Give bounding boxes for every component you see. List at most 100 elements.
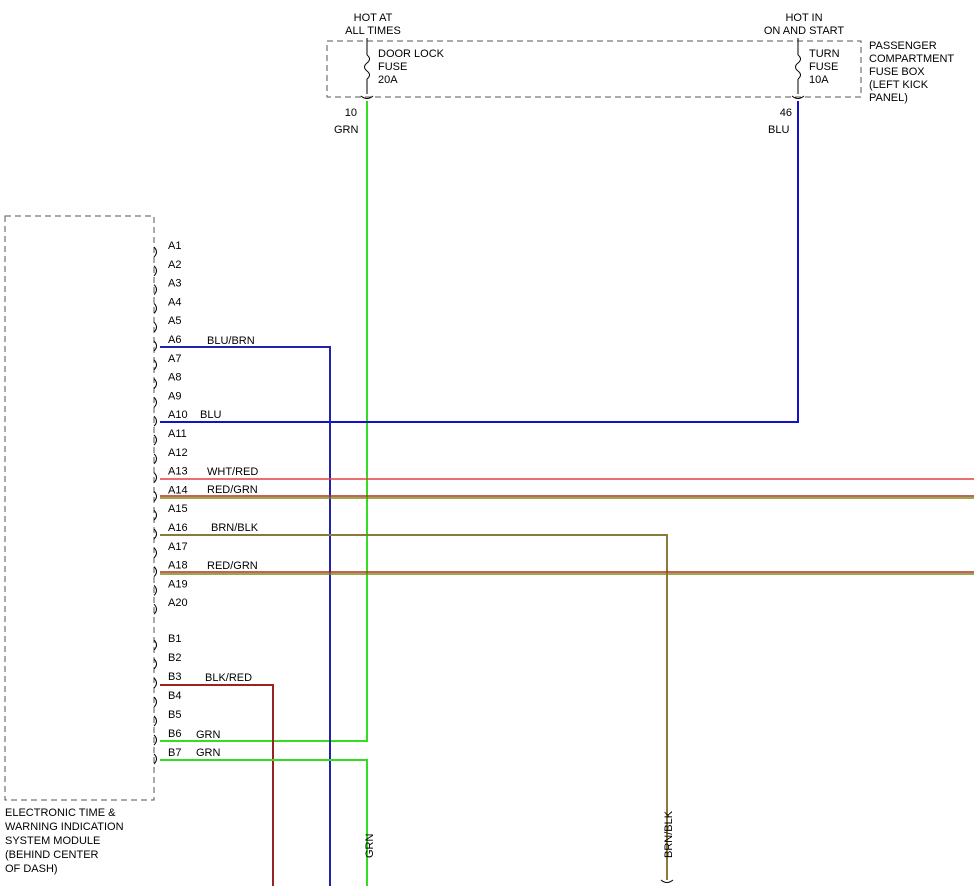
pin-terminal bbox=[153, 753, 157, 765]
pin-terminal bbox=[153, 528, 157, 540]
pin-terminal bbox=[153, 415, 157, 427]
module-outline bbox=[4, 215, 155, 801]
wire-grn-b7 bbox=[160, 759, 368, 886]
connector-terminal bbox=[791, 95, 805, 99]
wire-label: BRN/BLK bbox=[663, 810, 675, 858]
pin-terminal bbox=[153, 472, 157, 483]
pin-terminal bbox=[153, 715, 157, 727]
svg-text:BLU: BLU bbox=[768, 124, 789, 136]
pin-label: A2 bbox=[168, 259, 181, 271]
pin-label: B6 bbox=[168, 728, 181, 740]
pin-terminal bbox=[153, 491, 157, 502]
svg-text:20A: 20A bbox=[378, 74, 398, 86]
pin-terminal bbox=[153, 453, 157, 465]
pin-terminal bbox=[153, 340, 157, 352]
pin-label: A9 bbox=[168, 390, 181, 402]
pin-label: A15 bbox=[168, 503, 188, 515]
pin-terminal bbox=[153, 509, 157, 521]
pin-terminal bbox=[153, 321, 157, 333]
pin-terminal bbox=[153, 547, 157, 559]
pin-terminal bbox=[153, 284, 157, 295]
svg-text:GRN: GRN bbox=[334, 124, 359, 136]
pin-label: A13 bbox=[168, 466, 188, 478]
connector-terminal bbox=[660, 879, 674, 883]
connector-terminal bbox=[360, 95, 374, 99]
door-lock-fuse: HOT AT ALL TIMES DOOR LOCK FUSE 20A 10 G… bbox=[334, 12, 445, 136]
svg-text:10: 10 bbox=[345, 107, 357, 119]
pin-terminal bbox=[153, 734, 157, 746]
pin-label: A7 bbox=[168, 353, 181, 365]
turn-fuse: HOT IN ON AND START TURN FUSE 10A 46 BLU bbox=[764, 12, 845, 136]
pin-terminal bbox=[153, 246, 157, 258]
pin-label: B3 bbox=[168, 671, 181, 683]
pin-label: A5 bbox=[168, 315, 181, 327]
pin-label: A6 bbox=[168, 334, 181, 346]
svg-text:46: 46 bbox=[780, 107, 792, 119]
svg-text:DOOR LOCK: DOOR LOCK bbox=[378, 48, 445, 60]
fuse-symbol bbox=[364, 54, 370, 80]
pin-terminal bbox=[153, 658, 157, 670]
pin-label: A12 bbox=[168, 447, 188, 459]
wire-label: BRN/BLK bbox=[211, 522, 259, 534]
svg-text:ELECTRONIC TIME &: ELECTRONIC TIME & bbox=[5, 807, 116, 819]
pin-label: A10 bbox=[168, 409, 188, 421]
module-label: ELECTRONIC TIME & WARNING INDICATION SYS… bbox=[5, 807, 124, 875]
pin-label: A8 bbox=[168, 372, 181, 384]
pin-terminal bbox=[153, 696, 157, 708]
svg-text:ON AND START: ON AND START bbox=[764, 25, 845, 37]
pin-label: A20 bbox=[168, 597, 188, 609]
wire-label: GRN bbox=[196, 747, 221, 759]
svg-text:PANEL): PANEL) bbox=[869, 92, 908, 104]
wire-brn-blk-a16 bbox=[160, 534, 668, 880]
pin-terminal bbox=[153, 677, 157, 689]
pin-label: A4 bbox=[168, 296, 181, 308]
svg-text:HOT IN: HOT IN bbox=[785, 12, 822, 24]
svg-text:FUSE: FUSE bbox=[378, 61, 407, 73]
pin-terminal bbox=[153, 639, 157, 651]
svg-text:OF DASH): OF DASH) bbox=[5, 863, 58, 875]
svg-text:(LEFT KICK: (LEFT KICK bbox=[869, 79, 929, 91]
fuse-symbol bbox=[795, 54, 801, 80]
wire-label: RED/GRN bbox=[207, 560, 258, 572]
svg-text:FUSE: FUSE bbox=[809, 61, 838, 73]
wire-label: BLU bbox=[200, 409, 221, 421]
svg-text:FUSE BOX: FUSE BOX bbox=[869, 66, 925, 78]
wire-label: BLK/RED bbox=[205, 672, 252, 684]
wire-grn-fuse-to-b6 bbox=[160, 101, 368, 742]
pin-label: A19 bbox=[168, 578, 188, 590]
pin-terminal bbox=[153, 303, 157, 314]
pin-label: B5 bbox=[168, 709, 181, 721]
svg-text:10A: 10A bbox=[809, 74, 829, 86]
pin-label: A11 bbox=[168, 428, 187, 440]
wire-label: BLU/BRN bbox=[207, 335, 255, 347]
pin-label: A17 bbox=[168, 541, 188, 553]
pin-terminal bbox=[153, 397, 157, 408]
svg-text:TURN: TURN bbox=[809, 48, 840, 60]
svg-text:WARNING INDICATION: WARNING INDICATION bbox=[5, 821, 124, 833]
fuse-box-outline bbox=[326, 40, 862, 98]
svg-text:ALL TIMES: ALL TIMES bbox=[345, 25, 401, 37]
pin-terminal bbox=[153, 359, 157, 371]
module-pins-a: A1A2A3A4A5A6A7A8A9A10A11A12A13A14A15A16A… bbox=[153, 240, 188, 615]
svg-text:(BEHIND CENTER: (BEHIND CENTER bbox=[5, 849, 99, 861]
svg-text:COMPARTMENT: COMPARTMENT bbox=[869, 53, 954, 65]
pin-label: A18 bbox=[168, 560, 188, 572]
svg-text:SYSTEM MODULE: SYSTEM MODULE bbox=[5, 835, 100, 847]
pin-terminal bbox=[153, 378, 157, 389]
pin-label: A1 bbox=[168, 240, 181, 252]
pin-label: B4 bbox=[168, 690, 181, 702]
pin-label: B2 bbox=[168, 652, 181, 664]
hot-label: HOT AT bbox=[354, 12, 393, 24]
wire-label: GRN bbox=[364, 834, 376, 859]
pin-label: B7 bbox=[168, 747, 181, 759]
pin-terminal bbox=[153, 265, 157, 277]
wire-label: GRN bbox=[196, 729, 221, 741]
pin-terminal bbox=[153, 566, 157, 577]
wire-blu-brn-a6 bbox=[160, 346, 331, 886]
pin-terminal bbox=[153, 585, 157, 596]
wire-blu-fuse-to-a10 bbox=[160, 101, 799, 423]
wire-label: RED/GRN bbox=[207, 484, 258, 496]
pin-label: A3 bbox=[168, 278, 181, 290]
